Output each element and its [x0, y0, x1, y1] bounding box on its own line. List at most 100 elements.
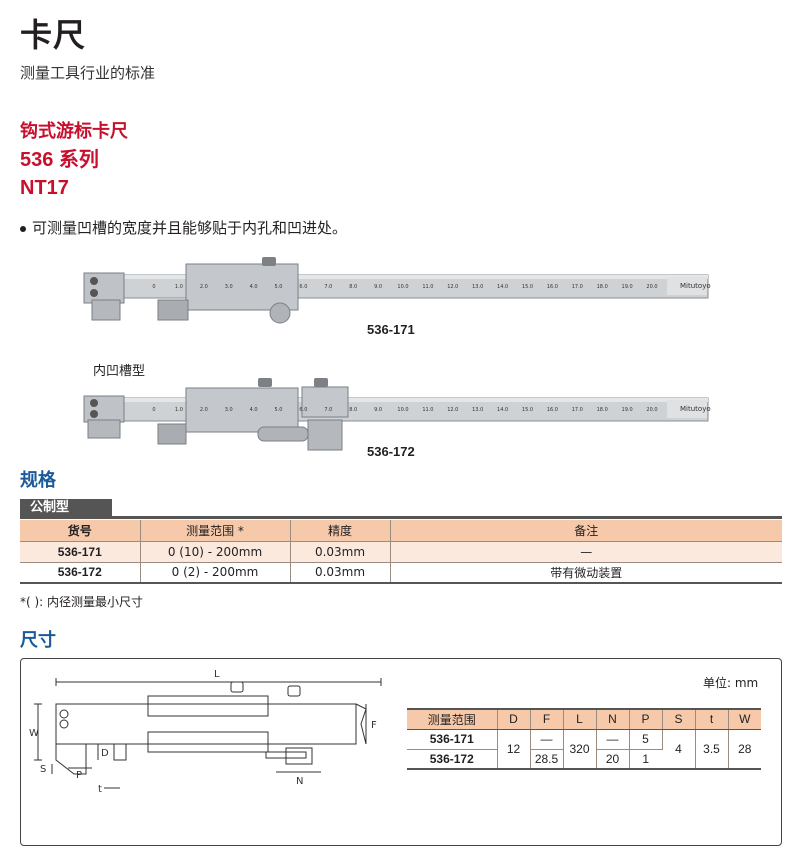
product-series: 536 系列: [20, 149, 99, 171]
product-heading: 钩式游标卡尺 536 系列 NT17: [20, 118, 128, 202]
scale-tick-label: 8.0: [349, 407, 357, 413]
table-cell: —: [530, 729, 564, 750]
divider: [20, 516, 782, 519]
drawing-outline: [34, 678, 382, 789]
table-row: 536-171 0 (10) - 200mm 0.03mm —: [20, 541, 782, 563]
col-header: 测量范围: [407, 708, 498, 730]
scale-tick-label: 13.0: [472, 407, 483, 413]
table-cell: 28: [728, 729, 761, 770]
table-cell: —: [596, 729, 630, 750]
table-cell: 4: [662, 729, 696, 770]
product-code: NT17: [20, 177, 69, 199]
dimensions-section-title: 尺寸: [20, 630, 56, 651]
scale-tick-label: 3.0: [225, 284, 233, 290]
dimensions-table: 测量范围 D F L N P S t W 536-171 12 — 320 — …: [407, 708, 761, 770]
scale-tick-label: 9.0: [374, 284, 382, 290]
table-cell: 536-172: [407, 749, 498, 770]
dim-label: L: [214, 669, 220, 680]
table-header-row: 测量范围 D F L N P S t W: [407, 708, 761, 730]
scale-tick-label: 4.0: [250, 407, 258, 413]
col-header: F: [530, 708, 564, 730]
dim-label: N: [296, 776, 303, 787]
page-subtitle: 测量工具行业的标准: [20, 64, 156, 82]
table-header-row: 货号 测量范围 * 精度 备注: [20, 520, 782, 542]
scale-tick-label: 12.0: [447, 284, 458, 290]
unit-label: 单位: mm: [703, 676, 759, 690]
scale-tick-label: 7.0: [324, 284, 332, 290]
scale-tick-label: 8.0: [349, 284, 357, 290]
table-cell: 536-171: [20, 541, 141, 563]
table-cell: 320: [563, 729, 597, 770]
scale-tick-label: 14.0: [497, 407, 508, 413]
scale-tick-label: 7.0: [324, 407, 332, 413]
scale-tick-label: 4.0: [250, 284, 258, 290]
dim-label: F: [371, 720, 377, 731]
table-cell: 28.5: [530, 749, 564, 770]
scale-tick-label: 19.0: [622, 284, 633, 290]
table-row: 536-172 0 (2) - 200mm 0.03mm 带有微动装置: [20, 562, 782, 584]
scale-tick-label: 15.0: [522, 284, 533, 290]
scale-tick-label: 6.0: [299, 284, 307, 290]
drawing-labels: L W F D S P N t: [29, 669, 377, 795]
col-header: t: [695, 708, 729, 730]
table-cell: 0.03mm: [290, 541, 391, 563]
feature-bullet: 可测量凹槽的宽度并且能够贴于内孔和凹进处。: [20, 217, 347, 238]
scale-tick-label: 6.0: [299, 407, 307, 413]
feature-text: 可测量凹槽的宽度并且能够贴于内孔和凹进处。: [32, 219, 348, 237]
table-cell: 带有微动装置: [390, 562, 782, 584]
scale-tick-label: 14.0: [497, 284, 508, 290]
scale-tick-label: 9.0: [374, 407, 382, 413]
table-cell: 536-172: [20, 562, 141, 584]
col-header: 测量范围 *: [140, 520, 291, 542]
scale-tick-label: 18.0: [597, 407, 608, 413]
scale-tick-label: 13.0: [472, 284, 483, 290]
dim-label: t: [98, 784, 102, 795]
bullet-icon: [20, 225, 26, 232]
scale-tick-label: 2.0: [200, 407, 208, 413]
scale-tick-label: 18.0: [597, 284, 608, 290]
scale-tick-label: 0: [152, 284, 155, 290]
metric-tab: 公制型: [20, 499, 112, 517]
brand-logo: Mitutoyo: [680, 282, 711, 290]
scale-tick-label: 5.0: [275, 284, 283, 290]
table-cell: 536-171: [407, 729, 498, 750]
page-title: 卡尺: [20, 16, 87, 54]
col-header: D: [497, 708, 531, 730]
scale-tick-label: 17.0: [572, 284, 583, 290]
model-label-536-171: 536-171: [367, 322, 415, 337]
scale-tick-label: 3.0: [225, 407, 233, 413]
table-cell: —: [390, 541, 782, 563]
dim-label: P: [76, 770, 82, 781]
scale-tick-label: 20.0: [646, 284, 657, 290]
model-label-536-172: 536-172: [367, 444, 415, 459]
col-header: 备注: [390, 520, 782, 542]
scale-tick-label: 1.0: [175, 407, 183, 413]
table-cell: 5: [629, 729, 663, 750]
footnote: *( ): 内径测量最小尺寸: [20, 595, 144, 609]
table-cell: 20: [596, 749, 630, 770]
table-row: 536-171 12 — 320 — 5 4 3.5 28: [407, 729, 761, 770]
scale-tick-label: 19.0: [622, 407, 633, 413]
type-label: 内凹槽型: [93, 364, 146, 379]
spec-table: 货号 测量范围 * 精度 备注 536-171 0 (10) - 200mm 0…: [20, 520, 782, 584]
col-header: 货号: [20, 520, 141, 542]
scale-tick-label: 10.0: [397, 284, 408, 290]
col-header: L: [563, 708, 597, 730]
col-header: N: [596, 708, 630, 730]
scale-tick-label: 16.0: [547, 407, 558, 413]
dim-label: W: [29, 728, 39, 739]
table-row: 536-172 28.5 20 1: [407, 749, 761, 770]
brand-logo: Mitutoyo: [680, 405, 711, 413]
scale-tick-label: 20.0: [646, 407, 657, 413]
dim-label: S: [40, 764, 46, 775]
table-cell: 3.5: [695, 729, 729, 770]
scale-tick-label: 12.0: [447, 407, 458, 413]
caliper-body: [83, 378, 709, 451]
dim-label: D: [101, 748, 109, 759]
table-cell: 12: [497, 729, 531, 770]
table-cell: 0 (2) - 200mm: [140, 562, 291, 584]
specs-section-title: 规格: [20, 470, 56, 491]
